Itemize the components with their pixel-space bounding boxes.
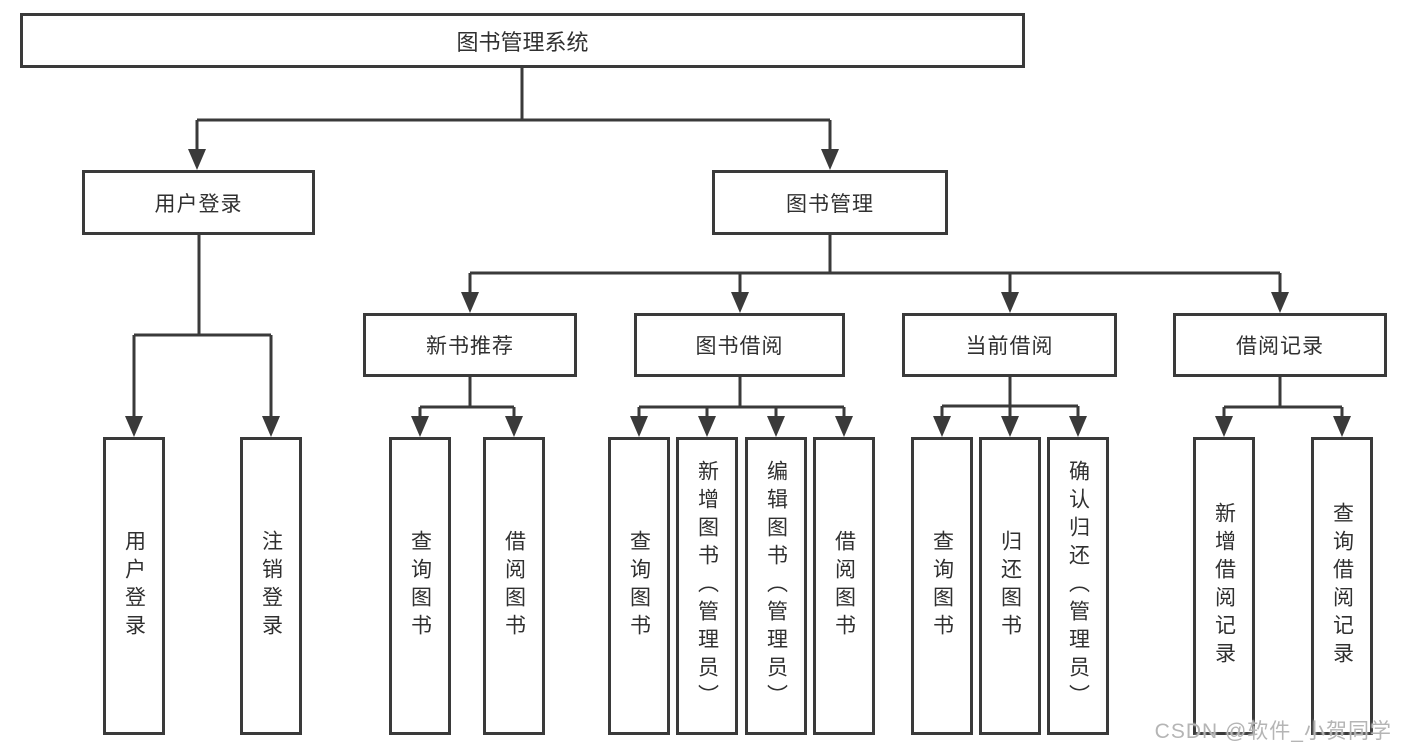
csdn-watermark: CSDN @软件_小贺同学 [1154, 720, 1392, 743]
leaf-borrow-books: 借阅图书 [483, 437, 545, 735]
leaf-add-borrow-record: 新增借阅记录 [1193, 437, 1255, 735]
leaf-borrow-books-2: 借阅图书 [813, 437, 875, 735]
leaf-confirm-return-admin: 确认归还（管理员） [1047, 437, 1109, 735]
node-current-borrowing: 当前借阅 [902, 313, 1117, 377]
node-new-book-recommendation: 新书推荐 [363, 313, 577, 377]
arrowhead-icons [125, 149, 1351, 437]
leaf-query-books-3: 查询图书 [911, 437, 973, 735]
leaf-query-borrow-record: 查询借阅记录 [1311, 437, 1373, 735]
leaf-return-book: 归还图书 [979, 437, 1041, 735]
leaf-edit-book-admin: 编辑图书（管理员） [745, 437, 807, 735]
leaf-add-book-admin: 新增图书（管理员） [676, 437, 738, 735]
leaf-query-books: 查询图书 [389, 437, 451, 735]
node-user-login: 用户登录 [82, 170, 315, 235]
node-book-borrowing: 图书借阅 [634, 313, 845, 377]
leaf-user-login: 用户登录 [103, 437, 165, 735]
leaf-query-books-2: 查询图书 [608, 437, 670, 735]
leaf-logout: 注销登录 [240, 437, 302, 735]
node-library-management-system: 图书管理系统 [20, 13, 1025, 68]
node-book-management: 图书管理 [712, 170, 948, 235]
node-borrowing-records: 借阅记录 [1173, 313, 1387, 377]
